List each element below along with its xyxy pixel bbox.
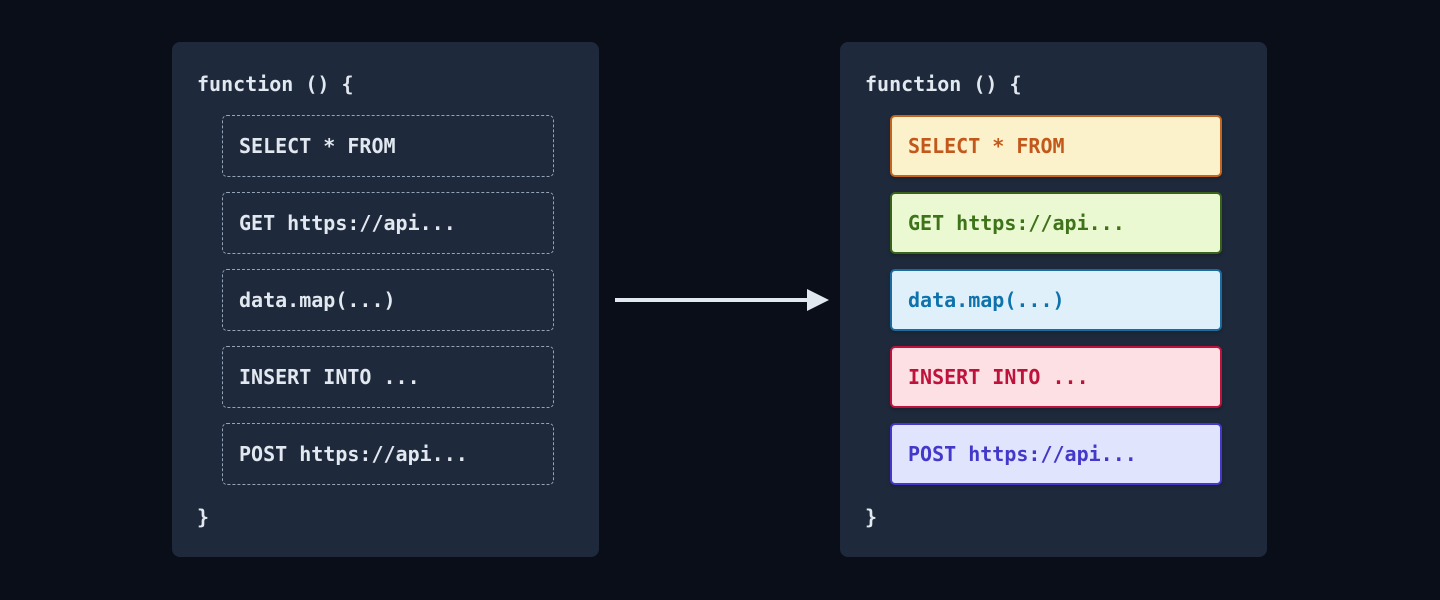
code-block-insert: INSERT INTO ...	[222, 346, 554, 408]
arrow-head	[807, 289, 829, 311]
code-block-get: GET https://api...	[222, 192, 554, 254]
code-block-list: SELECT * FROM GET https://api... data.ma…	[222, 115, 554, 485]
highlighted-block-post: POST https://api...	[890, 423, 1222, 485]
code-block-map: data.map(...)	[222, 269, 554, 331]
function-close-line: }	[865, 505, 878, 529]
code-block-select: SELECT * FROM	[222, 115, 554, 177]
transform-arrow-icon	[615, 289, 829, 311]
code-panel-after: function () { SELECT * FROM GET https://…	[840, 42, 1267, 557]
highlighted-block-insert: INSERT INTO ...	[890, 346, 1222, 408]
highlighted-block-list: SELECT * FROM GET https://api... data.ma…	[890, 115, 1222, 485]
function-open-line: function () {	[197, 72, 354, 96]
highlighted-block-get: GET https://api...	[890, 192, 1222, 254]
highlighted-block-select: SELECT * FROM	[890, 115, 1222, 177]
code-panel-before: function () { SELECT * FROM GET https://…	[172, 42, 599, 557]
code-block-post: POST https://api...	[222, 423, 554, 485]
highlighted-block-map: data.map(...)	[890, 269, 1222, 331]
function-close-line: }	[197, 505, 210, 529]
function-open-line: function () {	[865, 72, 1022, 96]
